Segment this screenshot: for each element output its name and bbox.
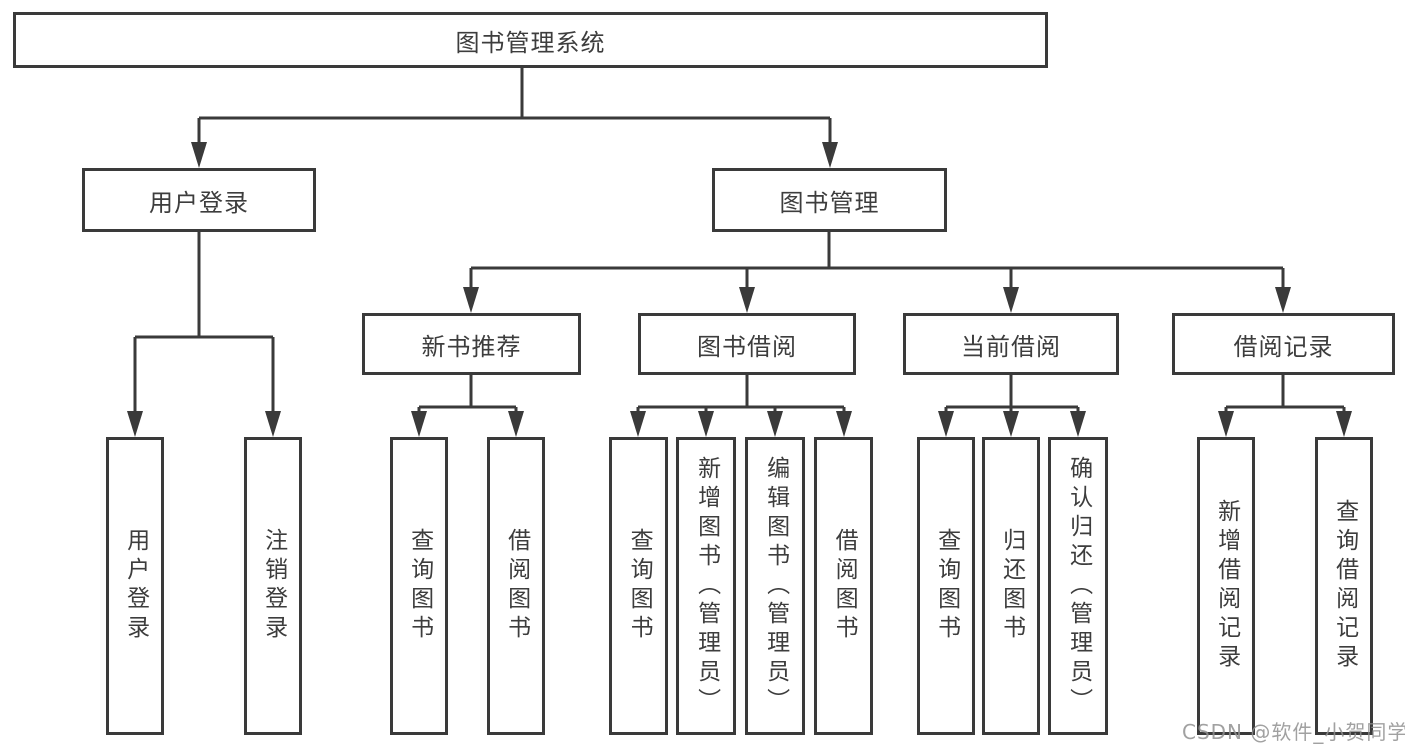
arrowhead-user-login	[191, 142, 207, 168]
connector-book-management-children	[463, 232, 1291, 313]
leaf-logout: 注销登录	[244, 437, 302, 735]
arrowhead-confirm-return	[1070, 411, 1086, 437]
node-current-borrowing: 当前借阅	[903, 313, 1119, 375]
arrowhead-current-borrow	[1003, 287, 1019, 313]
arrowhead-borrow-books	[836, 411, 852, 437]
leaf-borrow-query-books: 查询图书	[609, 437, 668, 735]
leaf-add-borrow-record: 新增借阅记录	[1197, 437, 1255, 735]
arrowhead-query-borrow-record	[1336, 411, 1352, 437]
node-new-book-recommend: 新书推荐	[362, 313, 581, 375]
connector-borrow-records-children	[1218, 375, 1352, 437]
connector-root-to-level2	[191, 68, 838, 168]
arrowhead-edit-books	[767, 411, 783, 437]
leaf-current-query-books: 查询图书	[917, 437, 975, 735]
node-library-system: 图书管理系统	[13, 12, 1048, 68]
connector-new-book-rec-children	[411, 375, 524, 437]
leaf-edit-books-admin: 编辑图书（管理员）	[745, 437, 805, 735]
connector-book-borrow-children	[630, 375, 852, 437]
arrowhead-new-book-rec	[463, 287, 479, 313]
arrowhead-add-borrow-record	[1218, 411, 1234, 437]
connector-user-login-children	[127, 232, 281, 437]
node-user-login: 用户登录	[82, 168, 316, 232]
leaf-user-login: 用户登录	[106, 437, 164, 735]
arrowhead-rec-borrow-books	[508, 411, 524, 437]
arrowhead-leaf-user-login	[127, 411, 143, 437]
arrowhead-leaf-logout	[265, 411, 281, 437]
leaf-rec-borrow-books: 借阅图书	[487, 437, 545, 735]
node-borrowing-records: 借阅记录	[1172, 313, 1395, 375]
leaf-query-borrow-record: 查询借阅记录	[1315, 437, 1373, 735]
arrowhead-rec-query-books	[411, 411, 427, 437]
watermark: CSDN @软件_小贺同学	[1182, 720, 1405, 744]
connector-current-borrow-children	[938, 375, 1086, 437]
arrowhead-return-books	[1003, 411, 1019, 437]
arrowhead-add-books	[698, 411, 714, 437]
arrowhead-book-management	[822, 142, 838, 168]
leaf-rec-query-books: 查询图书	[390, 437, 448, 735]
arrowhead-current-query-books	[938, 411, 954, 437]
arrowhead-borrow-query-books	[630, 411, 646, 437]
leaf-borrow-books: 借阅图书	[814, 437, 873, 735]
node-book-management: 图书管理	[712, 168, 947, 232]
node-book-borrowing: 图书借阅	[638, 313, 856, 375]
arrowhead-book-borrow	[739, 287, 755, 313]
leaf-return-books: 归还图书	[982, 437, 1040, 735]
arrowhead-borrow-records	[1275, 287, 1291, 313]
leaf-confirm-return-admin: 确认归还（管理员）	[1048, 437, 1108, 735]
leaf-add-books-admin: 新增图书（管理员）	[676, 437, 736, 735]
